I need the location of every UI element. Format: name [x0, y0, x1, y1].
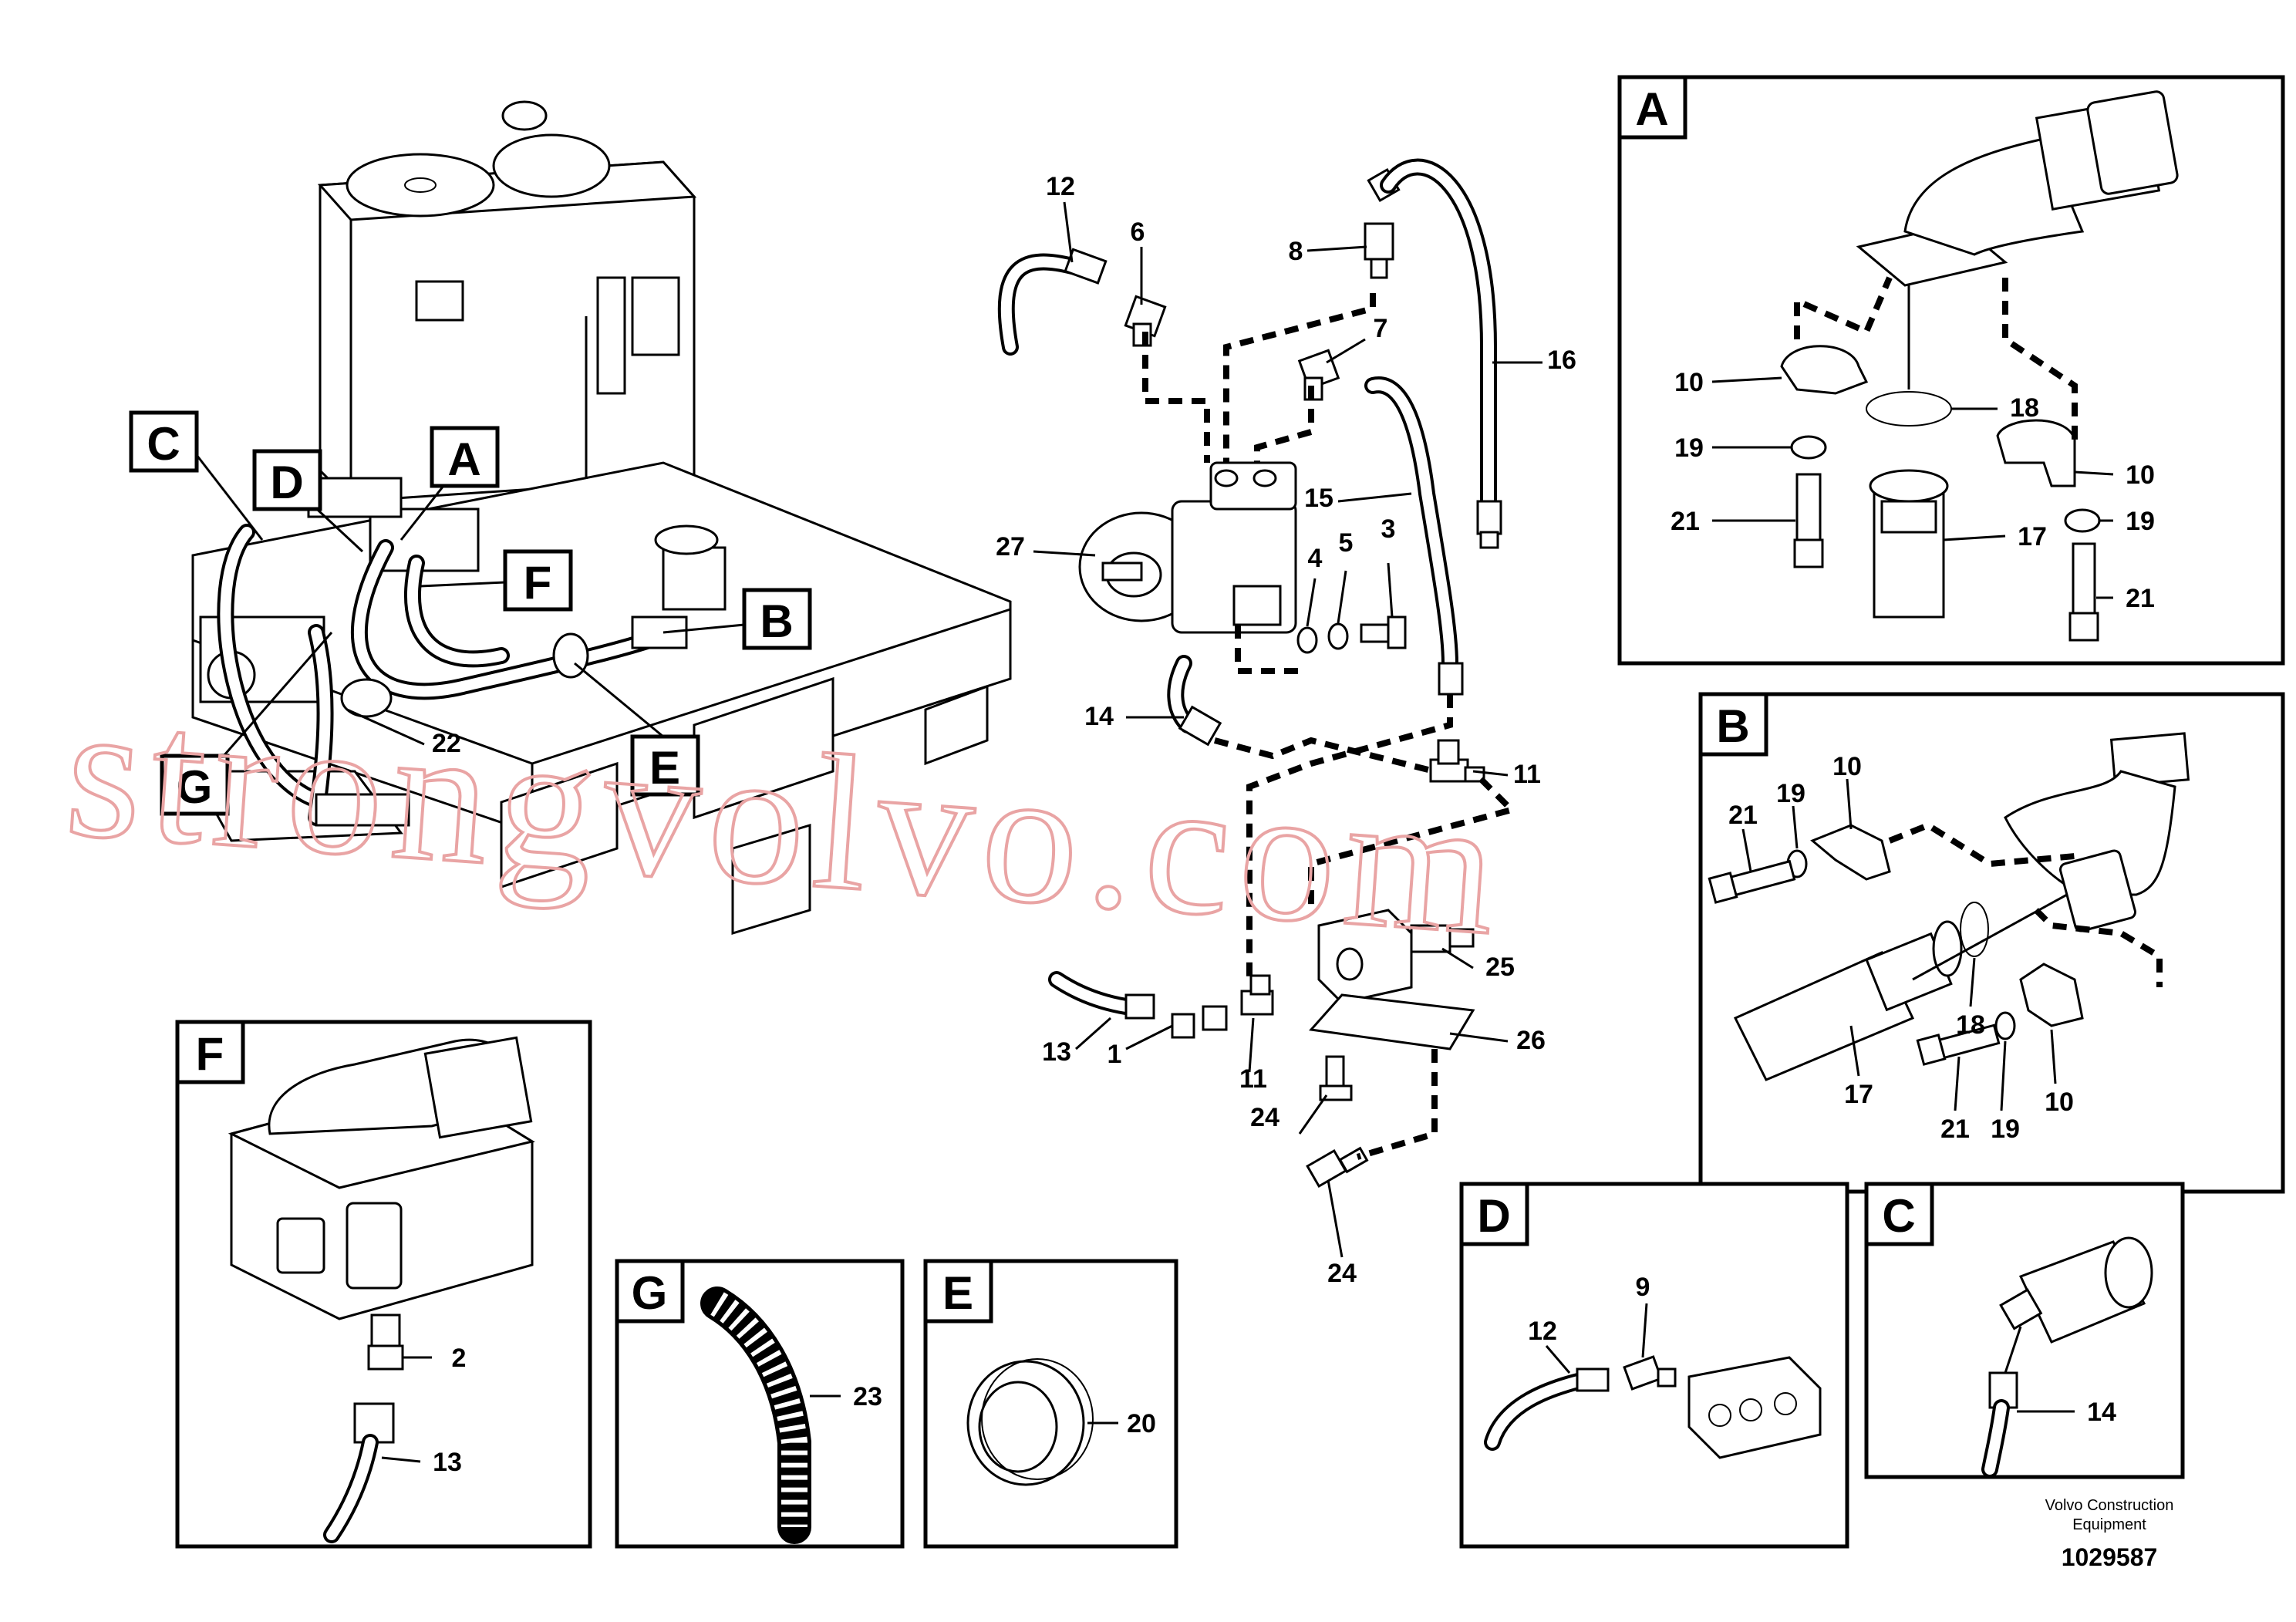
callout-3: 3: [1381, 514, 1396, 544]
detail-B-letter: B: [1716, 700, 1749, 752]
callout-24-upper: 24: [1250, 1103, 1279, 1132]
letter-box-F: [503, 549, 573, 612]
letter-box-C: [129, 410, 199, 473]
detail-B-18: 18: [1956, 1010, 1985, 1040]
letter-E: E: [649, 742, 680, 794]
detail-A-10-left: 10: [1674, 368, 1704, 397]
detail-E-letter: E: [942, 1267, 973, 1319]
callout-1: 1: [1108, 1040, 1122, 1069]
detail-G: G 23: [615, 1259, 905, 1549]
bracket-26: [1309, 993, 1475, 1050]
detail-G-letter: G: [632, 1267, 668, 1319]
detail-A-21-left: 21: [1671, 507, 1700, 536]
detail-A-letter: A: [1635, 83, 1668, 135]
detail-C-letter: C: [1882, 1190, 1915, 1242]
callout-7: 7: [1374, 314, 1388, 343]
detail-A-19-right: 19: [2126, 507, 2155, 536]
detail-D-12: 12: [1528, 1317, 1557, 1346]
detail-B-19-bottom: 19: [1991, 1114, 2020, 1144]
letter-box-D: [252, 449, 322, 511]
callout-6: 6: [1131, 218, 1145, 247]
callout-22: 22: [432, 729, 461, 758]
detail-F-2: 2: [452, 1344, 467, 1373]
main-letter-boxes: C D A F B E G 22: [129, 410, 812, 816]
machine-overview: [190, 100, 1012, 936]
callout-8: 8: [1289, 237, 1303, 266]
callout-5: 5: [1339, 528, 1354, 558]
letter-box-E: [630, 734, 700, 797]
detail-F-letter: F: [196, 1028, 224, 1080]
detail-B-19-top: 19: [1776, 779, 1805, 808]
detail-A-17: 17: [2018, 522, 2047, 551]
detail-A: A 10 18 19: [1617, 75, 2285, 666]
callout-12: 12: [1046, 172, 1075, 201]
detail-B-17: 17: [1844, 1080, 1873, 1109]
callout-13: 13: [1042, 1037, 1071, 1067]
detail-F-13: 13: [433, 1448, 462, 1477]
detail-A-10-right: 10: [2126, 460, 2155, 490]
callout-24-lower: 24: [1327, 1259, 1357, 1288]
detail-B-10-top: 10: [1832, 752, 1862, 781]
callout-11-lower: 11: [1239, 1064, 1267, 1094]
credit-line-1: Volvo Construction: [2045, 1497, 2174, 1514]
callout-14: 14: [1084, 702, 1114, 731]
letter-box-B: [742, 588, 812, 650]
pump-27: [1078, 461, 1297, 634]
callout-15: 15: [1304, 484, 1333, 513]
letter-F: F: [524, 557, 552, 609]
detail-D-9: 9: [1636, 1273, 1650, 1302]
detail-B: B 21 19 10 18: [1698, 692, 2285, 1194]
letter-C: C: [147, 418, 180, 470]
credit-block: Volvo Construction Equipment 1029587: [2045, 1497, 2174, 1571]
valve-25: [1317, 909, 1475, 1004]
callout-4: 4: [1308, 544, 1323, 573]
letter-box-G: [160, 754, 230, 816]
detail-E: E 20: [923, 1259, 1178, 1549]
detail-B-10-bottom: 10: [2045, 1088, 2074, 1117]
detail-A-18: 18: [2010, 393, 2039, 423]
detail-C-14: 14: [2087, 1398, 2116, 1427]
detail-D: D 12 9: [1459, 1182, 1849, 1549]
callout-26: 26: [1516, 1026, 1546, 1055]
letter-A: A: [447, 433, 480, 485]
exploded-parts: 12 6 8 7 16 15 27 4 5 3 14 11 25 26 13 1…: [996, 158, 1576, 1288]
detail-E-20: 20: [1127, 1409, 1156, 1438]
callout-16: 16: [1547, 346, 1576, 375]
callout-27: 27: [996, 532, 1025, 561]
credit-line-2: Equipment: [2072, 1516, 2146, 1533]
detail-C: C 14: [1864, 1182, 2185, 1479]
letter-D: D: [270, 457, 303, 508]
detail-G-23: 23: [853, 1382, 882, 1411]
document-number: 1029587: [2062, 1543, 2158, 1571]
callout-25: 25: [1485, 953, 1515, 982]
detail-B-21-top: 21: [1728, 801, 1758, 830]
letter-box-A: [430, 426, 500, 488]
detail-A-21-right: 21: [2126, 584, 2155, 613]
detail-D-letter: D: [1477, 1190, 1510, 1242]
letter-G: G: [177, 761, 213, 813]
callout-11-upper: 11: [1513, 760, 1541, 789]
detail-B-21-bottom: 21: [1940, 1114, 1970, 1144]
letter-B: B: [760, 595, 793, 647]
detail-F: F 2 13: [175, 1020, 592, 1549]
detail-A-19-left: 19: [1674, 433, 1704, 463]
